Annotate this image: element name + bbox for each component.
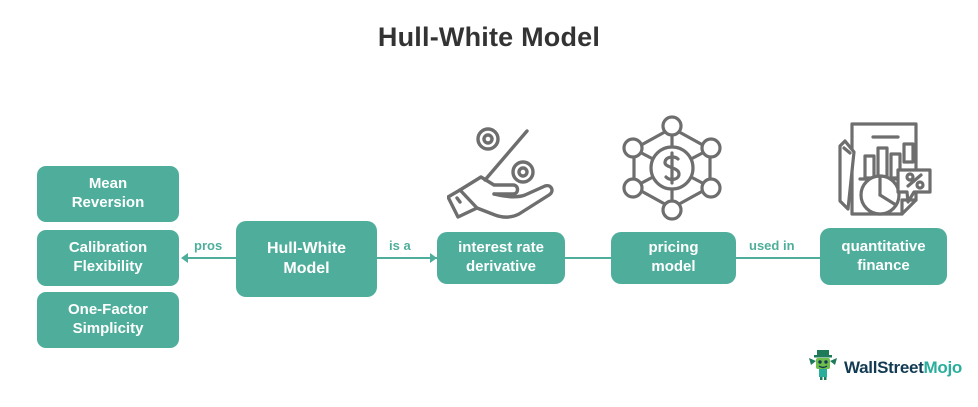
connector-is-a [377, 257, 437, 259]
pros-box-line2: Flexibility [73, 258, 143, 275]
logo-text-wallstreet: WallStreet [844, 357, 924, 377]
pros-box-calibration-flexibility: Calibration Flexibility [37, 230, 179, 286]
flow-node-line1: interest rate [458, 239, 544, 257]
flow-node-quantitative-finance: quantitative finance [820, 228, 947, 285]
flow-node-line2: finance [857, 256, 910, 274]
pros-box-line1: One-Factor [67, 301, 148, 319]
arrowhead-is-a-right [430, 253, 437, 263]
connector-derivative-to-pricing [565, 257, 611, 259]
page-title: Hull-White Model [377, 22, 601, 52]
edge-label-used-in: used in [749, 238, 795, 253]
arrowhead-pros-left [181, 253, 188, 263]
pros-box-line2: Reversion [71, 194, 145, 211]
flow-node-interest-rate-derivative: interest rate derivative [437, 232, 565, 284]
connector-used-in [736, 257, 820, 259]
pros-box-label: Calibration Flexibility [69, 239, 147, 277]
pros-box-label: Mean Reversion [72, 175, 145, 213]
flow-node-line1: quantitative [841, 237, 926, 255]
pros-box-one-factor-simplicity: One-Factor Simplicity [37, 292, 179, 348]
edge-label-is-a: is a [389, 238, 411, 253]
pros-box-line1: Mean [88, 175, 128, 193]
percent-hand-icon [446, 118, 557, 227]
pros-box-label: One-Factor Simplicity [68, 301, 148, 339]
flow-node-line1: Hull-White [266, 240, 347, 257]
pros-box-line1: Calibration [68, 239, 148, 257]
flow-node-label: interest rate derivative [458, 239, 544, 277]
pros-box-mean-reversion: Mean Reversion [37, 166, 179, 222]
connector-pros [186, 257, 236, 259]
logo-text-mojo: Mojo [923, 357, 963, 377]
flow-node-label: quantitative finance [841, 238, 925, 276]
dollar-network-icon [617, 113, 727, 228]
flow-node-line2: derivative [465, 258, 537, 275]
logo-wordmark: WallStreetMojo [844, 358, 962, 378]
wallstreetmojo-logo[interactable]: WallStreetMojo [808, 349, 962, 386]
report-chart-icon [828, 112, 940, 229]
flow-node-line1: pricing [648, 239, 699, 257]
flow-node-line2: Model [283, 260, 330, 277]
wallstreetmojo-mascot-icon [808, 349, 838, 386]
flow-node-label: pricing model [648, 239, 698, 277]
flow-node-label: Hull-White Model [267, 239, 346, 279]
edge-label-pros: pros [194, 238, 223, 253]
flow-node-hull-white-model: Hull-White Model [236, 221, 377, 297]
pros-box-line2: Simplicity [72, 320, 144, 337]
flow-node-line2: model [651, 258, 696, 275]
flow-node-pricing-model: pricing model [611, 232, 736, 284]
